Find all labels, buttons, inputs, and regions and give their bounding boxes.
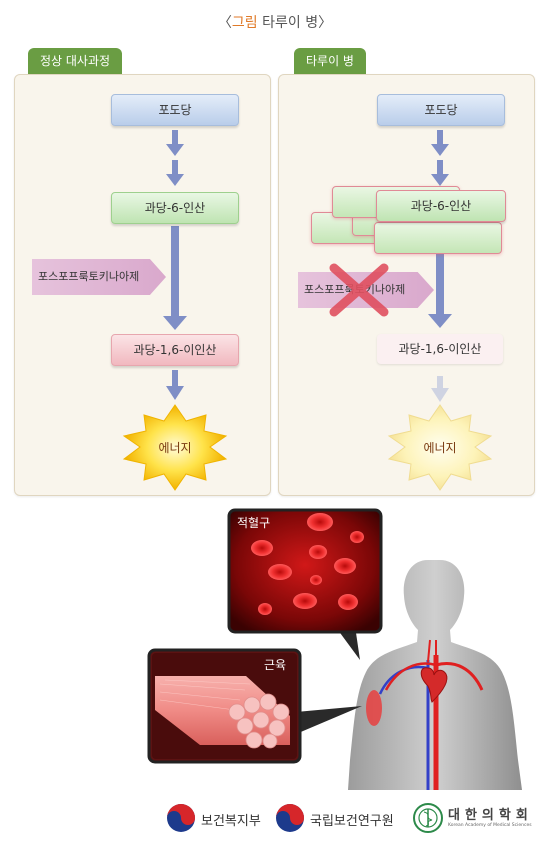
- rbc-label: 적혈구: [237, 516, 271, 530]
- human-body: [348, 560, 522, 790]
- muscle-bubble: [147, 648, 362, 764]
- title-open: 〈: [217, 15, 232, 31]
- nih-name: 국립보건연구원: [310, 814, 394, 829]
- disease-arrows: [428, 130, 452, 328]
- disease-f16bp-box: 과당-1,6-이인산: [377, 334, 503, 364]
- mohw-name: 보건복지부: [201, 814, 261, 829]
- muscle-label: 근육: [264, 658, 287, 672]
- mohw-logo-icon: [167, 804, 195, 832]
- rbc-bubble: [227, 508, 383, 660]
- normal-energy-burst: [122, 404, 228, 491]
- normal-enzyme-label: 포스포프룩토키나아제: [32, 259, 166, 295]
- disease-energy-burst: [387, 404, 493, 491]
- disease-f6p-box: 과당-6-인산: [376, 190, 506, 222]
- figure-title: 〈그림 타루이 병〉: [0, 12, 550, 32]
- title-rest: 타루이 병〉: [257, 15, 333, 31]
- kams-name: 대한의학회: [448, 808, 533, 823]
- kams-logo-icon: [413, 803, 443, 833]
- disease-tab: 타루이 병: [294, 48, 366, 74]
- f6p-accumulation-box: [374, 222, 502, 254]
- disease-enzyme-label: 포스포프룩토키나아제: [298, 272, 434, 308]
- normal-energy-label: 에너지: [158, 441, 192, 455]
- normal-f6p-box: 과당-6-인산: [111, 192, 239, 224]
- nih-logo-icon: [276, 804, 304, 832]
- normal-arrows: [163, 130, 187, 400]
- red-blood-cells: [251, 513, 364, 615]
- kams-name-en: Korean Academy of Medical Sciences: [448, 823, 532, 828]
- disease-faint-arrow: [431, 376, 449, 402]
- normal-glucose-box: 포도당: [111, 94, 239, 126]
- disease-glucose-box: 포도당: [377, 94, 505, 126]
- normal-tab: 정상 대사과정: [28, 48, 123, 74]
- title-accent: 그림: [231, 15, 258, 31]
- disease-energy-label: 에너지: [423, 441, 457, 455]
- normal-f16bp-box: 과당-1,6-이인산: [111, 334, 239, 366]
